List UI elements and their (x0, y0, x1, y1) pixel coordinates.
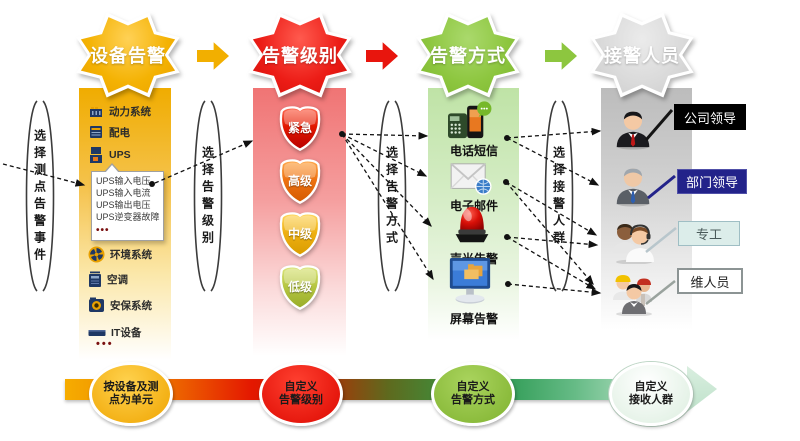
shield-icon (279, 106, 321, 151)
shield-icon (279, 159, 321, 204)
stage-device-alarm-star: 设备告警 (72, 9, 184, 101)
callout-more-dots: ••• (96, 224, 110, 236)
flow-arrow-icon (366, 42, 398, 70)
maintenance-staff-icon (613, 275, 652, 316)
stage-label: 告警方式 (430, 46, 506, 66)
stage-label: 设备告警 (90, 46, 166, 66)
device-item: IT设备 (88, 324, 141, 340)
bracket-select-level: 选择告警级别 (197, 104, 219, 290)
device-label: 环境系统 (110, 248, 152, 261)
flow-arrow-icon (197, 42, 229, 70)
method-label-screen: 屏幕告警 (449, 312, 498, 326)
stage-alarm-method-star: 告警方式 (412, 9, 524, 101)
level-label: 紧急 (287, 121, 312, 135)
device-label: 空调 (107, 273, 128, 286)
bracket-select-method: 选择告警方式 (381, 104, 403, 290)
receiver-label-department-leader: 部门领导 (677, 169, 747, 194)
receiver-label-maintenance: 维人员 (677, 268, 743, 294)
company-leader-person-icon (616, 111, 650, 150)
distribution-icon (90, 126, 102, 138)
air-conditioner-icon (89, 271, 101, 287)
stage-label: 接警人员 (604, 46, 680, 66)
it-equipment-icon (88, 330, 106, 336)
level-shield-urgent: 紧急 (277, 105, 323, 153)
callout-line: UPS输入电流 (96, 187, 151, 198)
email-icon (450, 163, 492, 195)
milestone-text: 点为单元 (109, 394, 153, 406)
shield-icon (279, 212, 321, 257)
level-shield-medium: 中级 (277, 211, 323, 259)
device-item: 环境系统 (88, 246, 152, 262)
milestone-text: 告警方式 (451, 394, 495, 406)
callout-line: UPS输入电压 (96, 176, 151, 186)
device-item: 动力系统 (88, 103, 151, 119)
device-item: 安保系统 (88, 297, 152, 313)
device-item: 配电 (88, 124, 130, 140)
screen-alarm-icon (449, 258, 491, 304)
receiver-label-company-leader: 公司领导 (674, 104, 746, 130)
shield-icon (279, 265, 321, 310)
level-label: 高级 (287, 174, 312, 188)
method-label-phone-sms: 电话短信 (449, 144, 498, 158)
milestone-text: 按设备及测 (103, 380, 159, 393)
phone-sms-icon (448, 101, 492, 139)
milestone-custom-level: 自定义 告警级别 (259, 362, 343, 426)
milestone-text: 接收人群 (629, 394, 673, 406)
callout-line: UPS输出电压 (96, 199, 151, 210)
bracket-text: 选择告警方式 (384, 146, 399, 248)
receiver-label-specialist: 专工 (678, 221, 740, 246)
milestone-custom-receivers: 自定义 接收人群 (609, 362, 693, 426)
security-system-icon (89, 297, 104, 312)
milestone-text: 自定义 (284, 380, 318, 393)
specialist-operators-icon (613, 224, 654, 264)
ups-icon (90, 147, 102, 163)
level-shield-high: 高级 (277, 158, 323, 206)
ups-measure-callout: UPS输入电压 UPS输入电流 UPS输出电压 UPS逆变器故障 ••• (91, 163, 164, 241)
timeline-bar (65, 379, 687, 400)
level-shield-low: 低级 (277, 264, 323, 312)
department-leader-person-icon (616, 168, 650, 207)
device-item: 空调 (88, 271, 128, 287)
bracket-text: 选择告警级别 (200, 146, 215, 248)
level-label: 低级 (287, 280, 312, 294)
bracket-text: 选择接警人群 (551, 146, 566, 248)
device-label: 配电 (109, 126, 130, 139)
level-label: 中级 (287, 227, 312, 241)
device-item: UPS (88, 147, 131, 163)
device-label: 动力系统 (109, 105, 151, 118)
device-label: UPS (109, 149, 131, 161)
milestone-text: 自定义 (634, 380, 668, 393)
bracket-text: 选择测点告警事件 (32, 129, 47, 265)
device-more-dots: ••• (96, 338, 114, 350)
sound-light-alarm-icon (455, 206, 489, 243)
milestone-text: 自定义 (456, 380, 490, 393)
stage-alarm-level-star: 告警级别 (244, 9, 356, 101)
environment-system-icon (88, 246, 105, 262)
method-label-email: 电子邮件 (449, 199, 498, 213)
device-label: 安保系统 (110, 299, 152, 312)
bracket-select-receivers: 选择接警人群 (548, 104, 570, 290)
bracket-select-point-events: 选择测点告警事件 (29, 104, 51, 290)
callout-line: UPS逆变器故障 (96, 211, 160, 222)
milestone-text: 告警级别 (279, 394, 323, 406)
power-system-icon (90, 107, 102, 117)
stage-receiver-star: 接警人员 (586, 9, 698, 101)
flow-arrow-icon (545, 42, 577, 70)
milestone-device-unit: 按设备及测 点为单元 (89, 362, 173, 426)
device-label: IT设备 (111, 326, 142, 339)
milestone-custom-method: 自定义 告警方式 (431, 362, 515, 426)
stage-label: 告警级别 (262, 46, 338, 66)
